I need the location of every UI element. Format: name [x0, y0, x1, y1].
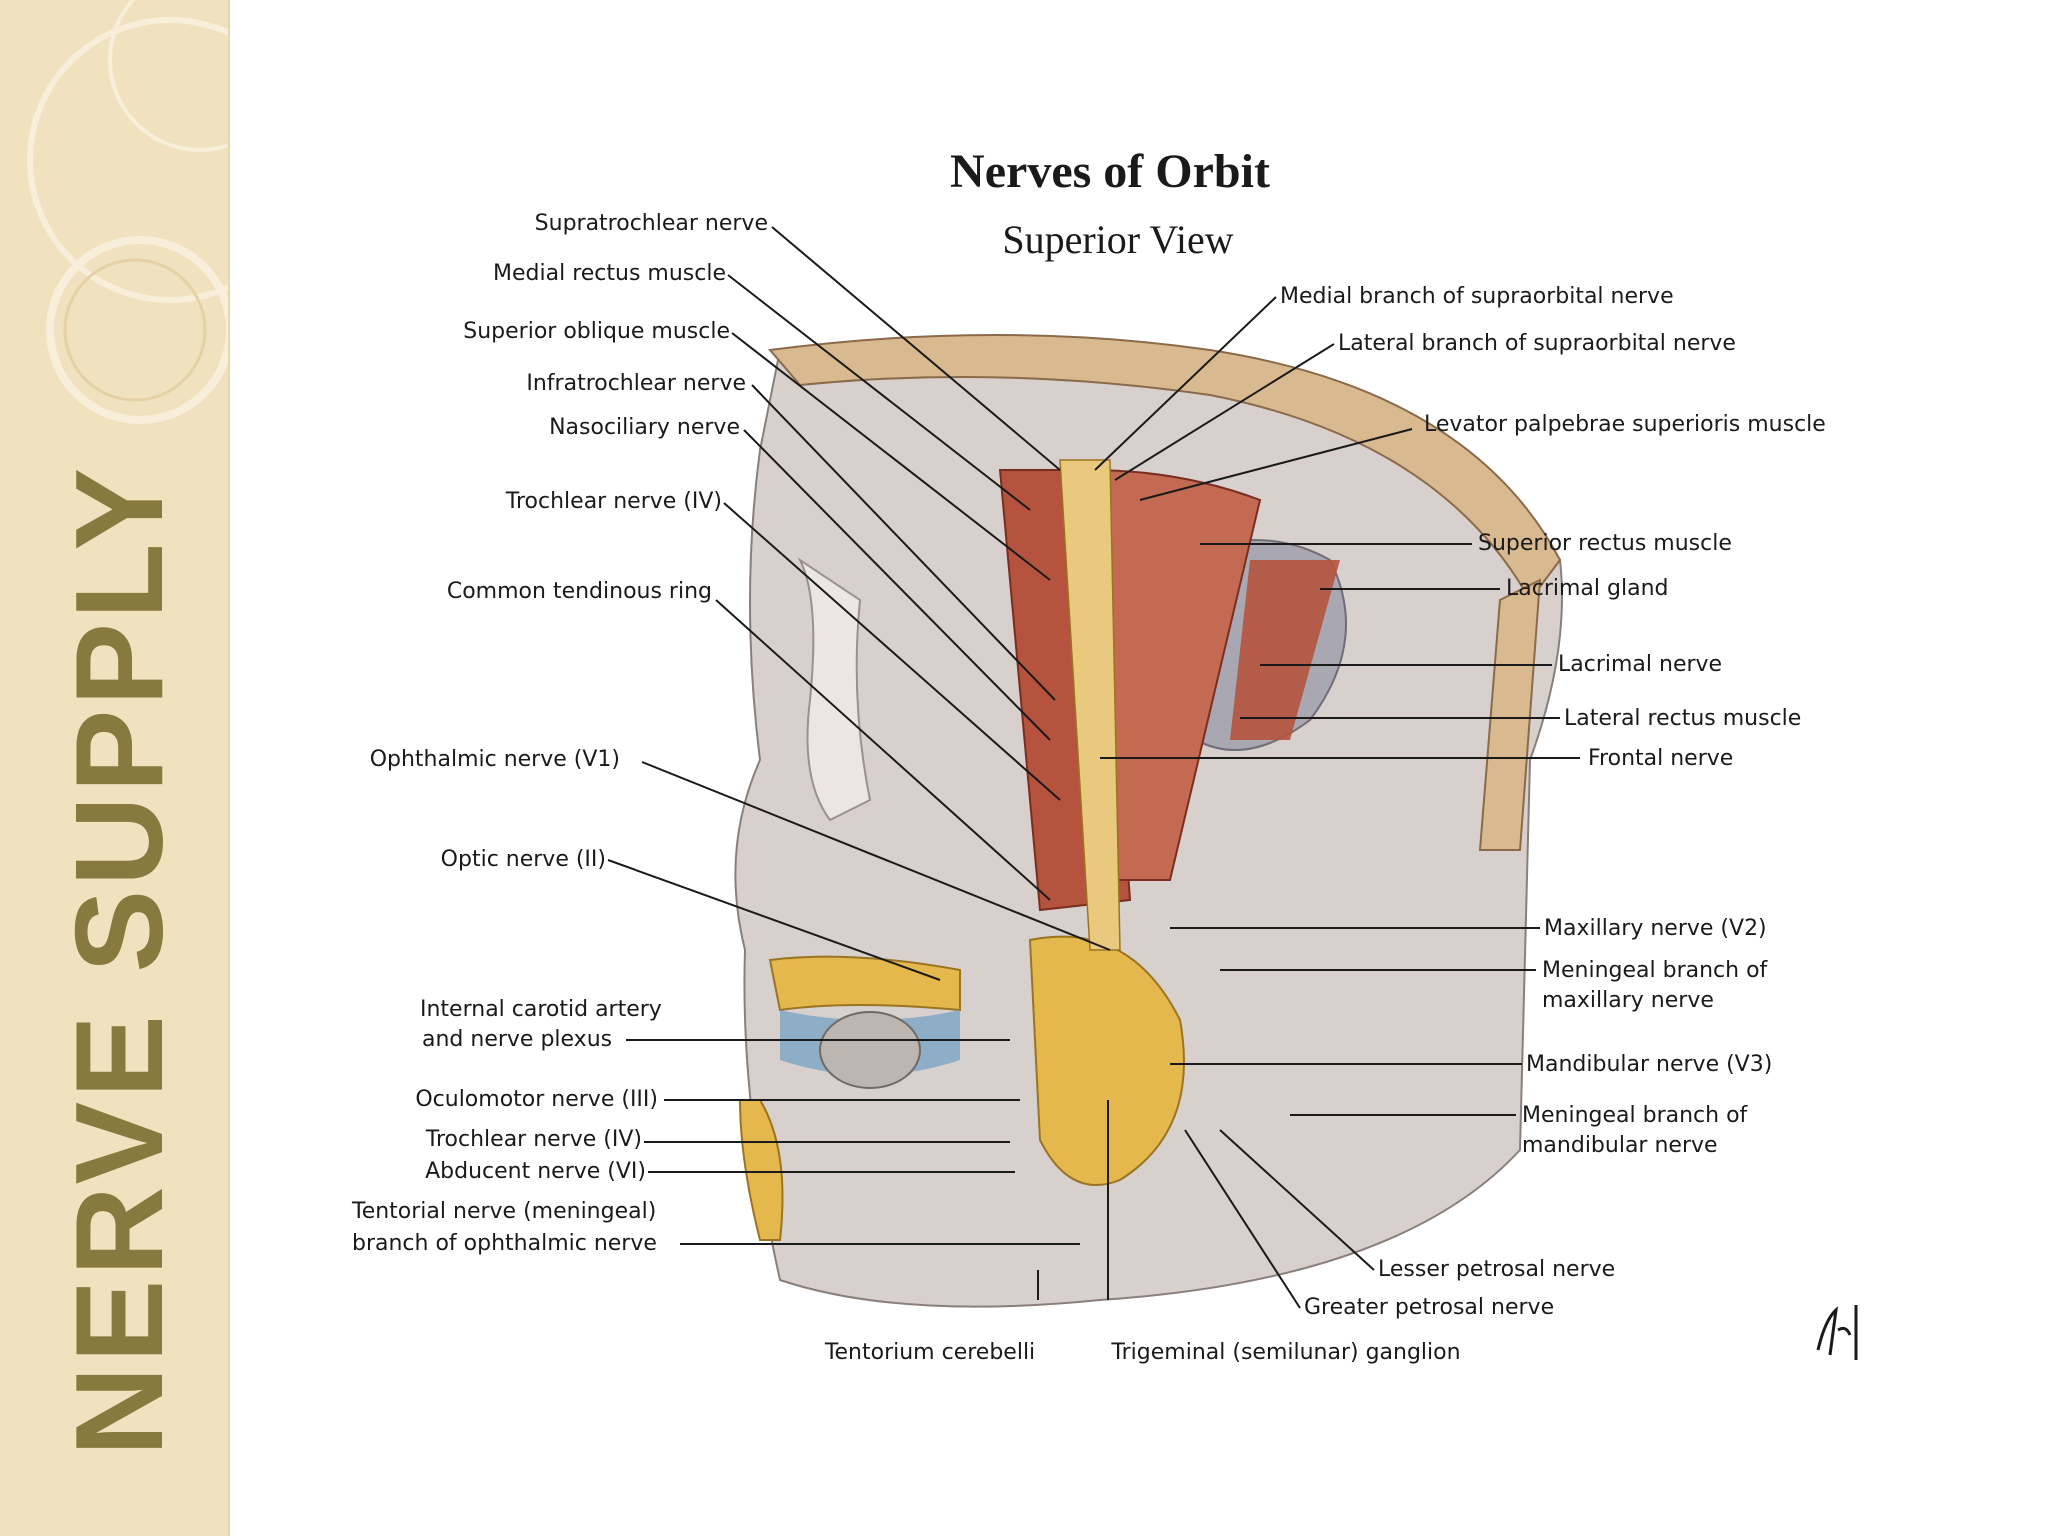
label-meningeal-mandibular-1: Meningeal branch of [1522, 1103, 1749, 1128]
label-tentorial-nerve-1: Tentorial nerve (meningeal) [351, 1199, 656, 1224]
bottom-labels: Tentorium cerebelli Trigeminal (semiluna… [824, 1340, 1461, 1365]
label-tentorial-nerve-2: branch of ophthalmic nerve [352, 1231, 657, 1256]
slide-title: NERVE SUPPLY [51, 463, 189, 1457]
label-internal-carotid-1: Internal carotid artery [420, 997, 662, 1022]
label-trigeminal-ganglion: Trigeminal (semilunar) ganglion [1110, 1340, 1460, 1365]
label-frontal-nerve: Frontal nerve [1588, 746, 1733, 771]
artist-signature [1816, 1305, 1858, 1360]
label-lacrimal-gland: Lacrimal gland [1506, 576, 1668, 601]
label-ophthalmic-nerve: Ophthalmic nerve (V1) [370, 747, 620, 772]
label-meningeal-mandibular-2: mandibular nerve [1522, 1133, 1718, 1158]
label-greater-petrosal-nerve: Greater petrosal nerve [1304, 1295, 1554, 1320]
label-common-tendinous-ring: Common tendinous ring [447, 579, 712, 604]
right-labels: Medial branch of supraorbital nerve Late… [1280, 284, 1826, 1320]
label-abducent-nerve: Abducent nerve (VI) [425, 1159, 646, 1184]
label-medial-branch-supraorbital: Medial branch of supraorbital nerve [1280, 284, 1674, 309]
label-optic-nerve: Optic nerve (II) [441, 847, 606, 872]
leader-lines [607, 226, 1580, 1309]
label-superior-rectus: Superior rectus muscle [1478, 531, 1732, 556]
figure-subtitle: Superior View [1002, 217, 1233, 262]
label-levator-palpebrae: Levator palpebrae superioris muscle [1424, 412, 1826, 437]
label-supratrochlear-nerve: Supratrochlear nerve [535, 211, 768, 236]
label-mandibular-nerve: Mandibular nerve (V3) [1526, 1052, 1772, 1077]
label-lateral-branch-supraorbital: Lateral branch of supraorbital nerve [1338, 331, 1736, 356]
figure-title: Nerves of Orbit [950, 145, 1270, 198]
label-meningeal-maxillary-2: maxillary nerve [1542, 988, 1714, 1013]
label-maxillary-nerve: Maxillary nerve (V2) [1544, 916, 1767, 941]
sidebar-band: NERVE SUPPLY [0, 0, 230, 1536]
sidebar-decor [27, 0, 228, 424]
orbit-illustration: Nerves of Orbit Superior View [351, 145, 1858, 1365]
label-superior-oblique-muscle: Superior oblique muscle [463, 319, 730, 344]
label-trochlear-nerve-bottom: Trochlear nerve (IV) [425, 1127, 642, 1152]
label-oculomotor-nerve: Oculomotor nerve (III) [415, 1087, 658, 1112]
label-lesser-petrosal-nerve: Lesser petrosal nerve [1378, 1257, 1615, 1282]
label-meningeal-maxillary-1: Meningeal branch of [1542, 958, 1769, 983]
label-lateral-rectus: Lateral rectus muscle [1564, 706, 1801, 731]
label-tentorium-cerebelli: Tentorium cerebelli [824, 1340, 1035, 1365]
label-nasociliary-nerve: Nasociliary nerve [549, 415, 740, 440]
label-medial-rectus-muscle: Medial rectus muscle [493, 261, 726, 286]
label-trochlear-nerve-top: Trochlear nerve (IV) [505, 489, 722, 514]
label-infratrochlear-nerve: Infratrochlear nerve [526, 371, 746, 396]
label-lacrimal-nerve: Lacrimal nerve [1558, 652, 1722, 677]
label-internal-carotid-2: and nerve plexus [422, 1027, 612, 1052]
skull-drawing [734, 334, 1563, 1308]
left-labels: Supratrochlear nerve Medial rectus muscl… [351, 211, 768, 1256]
